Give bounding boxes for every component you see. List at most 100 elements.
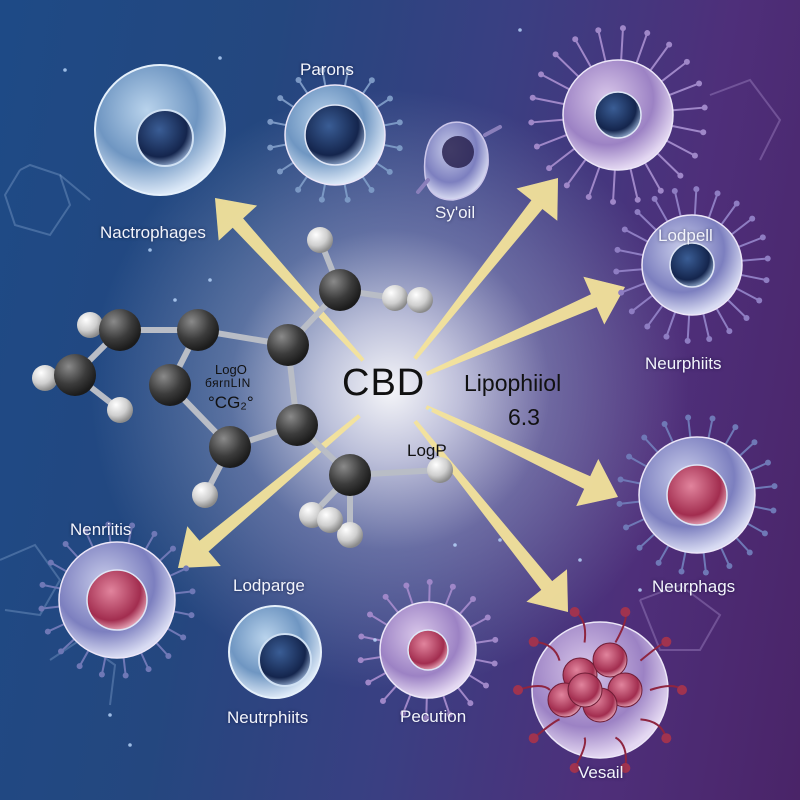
cell-spike <box>531 96 568 106</box>
molecule-text-1: LogO <box>215 362 247 377</box>
cell-spike-tip <box>702 569 709 576</box>
cell-spike-tip <box>345 67 352 74</box>
cell-spike-tip <box>732 424 739 431</box>
cell-spike <box>647 43 671 74</box>
cell-spike <box>714 305 731 333</box>
cell-nucleus <box>594 91 642 139</box>
sparkle <box>218 56 222 60</box>
cell-spike <box>736 441 756 459</box>
carbon-atom <box>54 354 96 396</box>
cell-top-right <box>528 25 708 205</box>
cell-spike-tip <box>700 129 707 136</box>
cell-spike-tip <box>358 633 365 640</box>
cell-spike-tip <box>771 483 778 490</box>
cell-spike-tip <box>743 314 750 321</box>
carbon-atom <box>209 426 251 468</box>
carbon-atom <box>149 364 191 406</box>
cell-spike <box>574 38 594 71</box>
cell-label-pecution: Pecution <box>400 707 467 726</box>
cell-spike-tip <box>276 168 283 175</box>
cell-spike-tip <box>661 421 668 428</box>
cell-spike <box>565 156 589 187</box>
cell-spike-tip <box>365 679 372 686</box>
cell-spike <box>657 541 671 564</box>
carbon-atom <box>177 309 219 351</box>
cell-spike-tip <box>749 215 756 222</box>
cell-nucleus <box>669 242 715 288</box>
cell-spike <box>428 581 431 606</box>
cell-spike <box>548 145 578 170</box>
hydrogen-atom <box>317 507 343 533</box>
cell-label-neurphags: Neurphags <box>652 577 736 596</box>
cell-spike-tip <box>318 196 325 203</box>
cell-spike-tip <box>726 562 733 569</box>
cell-spike-tip <box>484 614 491 621</box>
arrow-3 <box>425 276 625 376</box>
arrow-4 <box>425 405 618 507</box>
cell-spike-tip <box>761 530 768 537</box>
cell-spike-tip <box>467 700 474 707</box>
cell-spike <box>620 281 649 294</box>
filament-tip <box>677 685 687 695</box>
cell-spike-tip <box>277 95 284 102</box>
cell-spike-tip <box>733 200 740 207</box>
cell-spike-tip <box>726 328 733 335</box>
cell-spike <box>636 211 659 233</box>
cell-spike-tip <box>563 182 570 189</box>
cell-spike <box>687 416 692 442</box>
cell-spike-tip <box>706 336 713 343</box>
cell-spike-tip <box>189 588 196 595</box>
cell-syoil <box>416 121 502 201</box>
cell-label-syoil: Sy'oil <box>435 203 476 222</box>
carbon-atom <box>329 454 371 496</box>
background-molecule-outlines <box>0 78 782 706</box>
hydrogen-atom <box>192 482 218 508</box>
cell-spike-tip <box>644 323 651 330</box>
hydrogen-atom <box>337 522 363 548</box>
cell-spike <box>706 192 719 222</box>
cell-spike <box>612 166 617 203</box>
cell-spike-tip <box>628 308 635 315</box>
cell-spike-tip <box>617 476 624 483</box>
cell-spike <box>723 426 737 449</box>
cell-spike-tip <box>165 652 172 659</box>
sparkle <box>638 588 642 592</box>
cell-nucleus <box>86 569 148 631</box>
cell-spike-tip <box>483 682 490 689</box>
molecule-text-2: бяrпLIN <box>205 376 251 390</box>
cell-spike-tip <box>403 582 410 589</box>
cell-spike <box>706 417 714 442</box>
cell-spike-tip <box>368 187 375 194</box>
cell-spike <box>471 658 496 665</box>
cell-spike-tip <box>621 226 628 233</box>
carbon-atom <box>319 269 361 311</box>
cell-spike <box>455 684 472 705</box>
cell-vesail <box>513 607 687 773</box>
cell-spike-tip <box>634 196 641 203</box>
cell-spike <box>665 308 678 338</box>
cell-spike <box>733 534 751 554</box>
hydrogen-atom <box>77 312 103 338</box>
cell-spike-tip <box>426 579 433 586</box>
cell-spike <box>630 293 656 313</box>
vesicle <box>567 672 603 708</box>
cell-spike-tip <box>614 246 621 253</box>
cell-spike-tip <box>636 544 643 551</box>
cell-spike-tip <box>701 104 708 111</box>
cell-spike <box>686 311 691 342</box>
cell-spike <box>702 548 707 574</box>
cell-nactrophages <box>94 64 226 196</box>
cell-spike-tip <box>400 710 407 717</box>
cell-spike <box>743 521 766 535</box>
hydrogen-atom <box>407 287 433 313</box>
cell-spike-tip <box>671 187 678 194</box>
cell-spike-tip <box>691 152 698 159</box>
cell-spike-tip <box>764 459 771 466</box>
cell-spike <box>441 692 451 716</box>
cell-spike-tip <box>677 172 684 179</box>
cell-spike-tip <box>396 145 403 152</box>
property-label: Lipophiiol <box>464 370 562 396</box>
cell-spike <box>472 638 497 645</box>
cell-spike <box>735 236 764 249</box>
cell-spike <box>725 297 748 319</box>
